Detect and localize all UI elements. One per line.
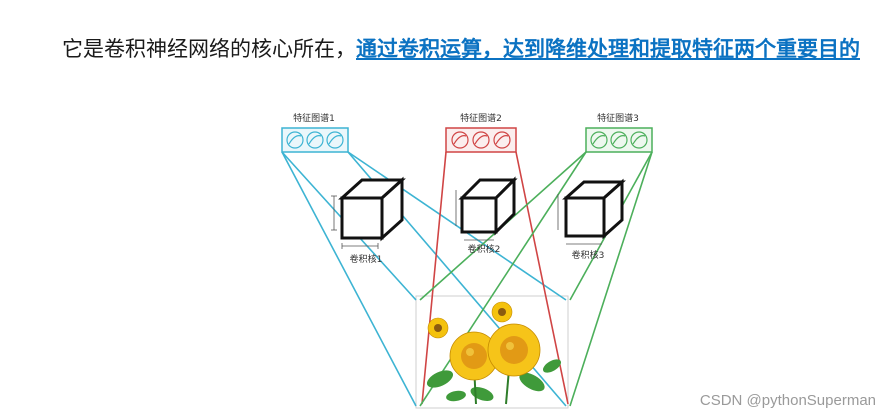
dimension-marks: [331, 190, 602, 249]
kernel-label-2: 卷积核2: [468, 243, 501, 255]
feature-map-3: [585, 127, 653, 153]
feature-map-label-3: 特征图谱3: [597, 112, 639, 124]
sunflower-image: [426, 301, 562, 405]
convolution-figure: 特征图谱1 特征图谱2 特征图谱3: [281, 112, 653, 409]
body-paragraph: 它是卷积神经网络的核心所在，通过卷积运算，达到降维处理和提取特征两个重要目的: [62, 28, 882, 71]
paragraph-text: 它是卷积神经网络的核心所在，: [62, 37, 356, 61]
kernel-label-1: 卷积核1: [350, 253, 383, 265]
feature-map-2: [445, 127, 517, 153]
watermark: CSDN @pythonSuperman: [699, 392, 876, 409]
kernel-label-3: 卷积核3: [572, 249, 605, 261]
feature-map-label-2: 特征图谱2: [460, 112, 502, 124]
kernel-cube-1: [338, 176, 406, 242]
feature-map-label-1: 特征图谱1: [293, 112, 335, 124]
kernel-cube-2: [458, 176, 518, 236]
emphasis-link[interactable]: 通过卷积运算，达到降维处理和提取特征两个重要目的: [356, 37, 860, 61]
feature-map-1: [281, 127, 349, 153]
kernel-cube-3: [562, 178, 626, 240]
